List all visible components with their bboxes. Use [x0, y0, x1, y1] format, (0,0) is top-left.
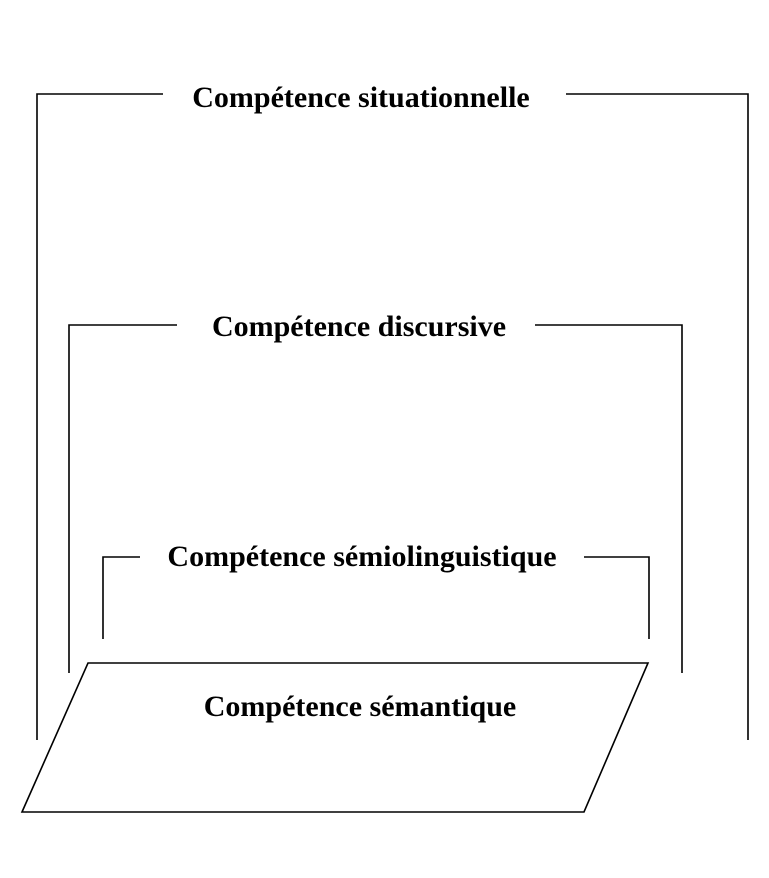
semiolinguistique-bracket-left — [102, 556, 140, 639]
situationnelle-bracket: Compétence situationnelle — [36, 81, 749, 740]
semiolinguistique-bracket-right — [584, 556, 650, 639]
semantique-base: Compétence sémantique — [20, 662, 650, 813]
discursive-label: Compétence discursive — [212, 310, 506, 343]
semantique-parallelogram — [20, 662, 650, 813]
discursive-bracket: Compétence discursive — [68, 310, 683, 673]
situationnelle-bracket-right — [566, 93, 749, 740]
semiolinguistique-label: Compétence sémiolinguistique — [167, 540, 556, 573]
situationnelle-label: Compétence situationnelle — [192, 81, 529, 114]
semiolinguistique-bracket: Compétence sémiolinguistique — [102, 540, 650, 639]
discursive-bracket-right — [535, 324, 683, 673]
semantique-label: Compétence sémantique — [204, 690, 516, 723]
situationnelle-bracket-left — [36, 93, 163, 740]
discursive-bracket-left — [68, 324, 177, 673]
